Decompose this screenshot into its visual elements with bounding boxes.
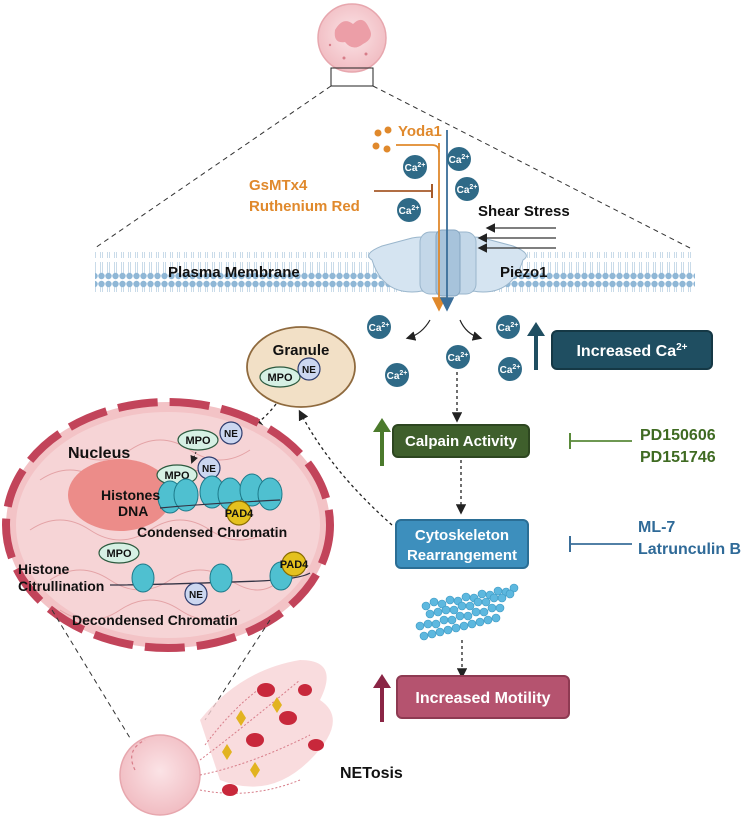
decondensed-chromatin-label: Decondensed Chromatin <box>72 612 238 628</box>
svg-text:Ca2+: Ca2+ <box>500 364 521 376</box>
svg-text:NE: NE <box>189 590 203 601</box>
increased-ca-box <box>551 330 713 370</box>
zoom-line-left <box>94 85 332 249</box>
svg-text:Ca2+: Ca2+ <box>457 184 478 196</box>
calpain-increase-indicator <box>373 418 391 466</box>
piezo1-label: Piezo1 <box>500 264 548 281</box>
gsmtx4-label: GsMTx4 <box>249 177 308 194</box>
ca-ion: Ca2+ <box>446 345 470 369</box>
decondensed-nucleosomes <box>131 561 293 593</box>
cyto-to-granule-arrow <box>298 409 393 526</box>
svg-text:Ca2+: Ca2+ <box>448 352 469 364</box>
increased-ca-indicator <box>527 322 545 370</box>
ca-spread-arrow-right <box>459 319 483 341</box>
cytoskeleton-label-line1: Cytoskeleton <box>415 527 509 544</box>
ca-ion: Ca2+ <box>455 177 479 201</box>
calpain-activity-box <box>392 424 530 458</box>
shear-stress-arrows <box>477 223 556 253</box>
top-neutrophil-cell <box>317 3 387 87</box>
svg-text:NE: NE <box>202 464 216 475</box>
increased-motility-label: Increased Motility <box>415 690 550 707</box>
svg-text:MPO: MPO <box>185 435 211 447</box>
histone-citrullination-label-line2: Citrullination <box>18 578 104 594</box>
increased-motility-box <box>396 675 570 719</box>
ne-enzyme: NE <box>184 582 208 606</box>
svg-text:Ca2+: Ca2+ <box>399 205 420 217</box>
ne-enzyme: NE <box>197 456 221 480</box>
histone-citrullination-label-line1: Histone <box>18 561 70 577</box>
svg-text:Ca2+: Ca2+ <box>498 322 519 334</box>
ca-ion: Ca2+ <box>397 198 421 222</box>
condensed-chromatin-label: Condensed Chromatin <box>137 524 287 540</box>
ne-enzyme: NE <box>297 357 321 381</box>
yoda-path <box>396 144 440 153</box>
ml7-label: ML-7 <box>638 519 675 536</box>
netosis-label: NETosis <box>340 765 403 782</box>
svg-text:Ca2+: Ca2+ <box>405 162 426 174</box>
svg-text:MPO: MPO <box>106 548 132 560</box>
ca-spread-arrow-left <box>405 319 431 341</box>
pd150606-label: PD150606 <box>640 427 716 444</box>
cytoskeleton-label-line2: Rearrangement <box>407 547 517 564</box>
ne-enzyme: NE <box>219 421 243 445</box>
increased-ca-label: Increased Ca2+ <box>576 342 687 360</box>
svg-text:PAD4: PAD4 <box>280 559 309 571</box>
histones-label: Histones <box>101 487 160 503</box>
actin-filaments <box>415 583 519 641</box>
pad4-enzyme: PAD4 <box>280 551 309 577</box>
svg-text:PAD4: PAD4 <box>225 508 254 520</box>
svg-text:MPO: MPO <box>267 372 293 384</box>
mpo-enzyme: MPO <box>98 542 140 564</box>
svg-text:Ca2+: Ca2+ <box>449 154 470 166</box>
latrunculin-b-label: Latrunculin B <box>638 541 741 558</box>
yoda1-label: Yoda1 <box>398 123 442 140</box>
motility-increase-indicator <box>373 674 391 722</box>
ca-ion: Ca2+ <box>385 363 409 387</box>
svg-text:NE: NE <box>224 429 238 440</box>
calpain-activity-label: Calpain Activity <box>405 433 518 450</box>
ruthenium-red-label: Ruthenium Red <box>249 198 360 215</box>
svg-text:NE: NE <box>302 365 316 376</box>
ca-ion: Ca2+ <box>367 315 391 339</box>
piezo1-channel <box>368 229 527 297</box>
svg-text:Ca2+: Ca2+ <box>369 322 390 334</box>
nucleus-label: Nucleus <box>68 445 130 462</box>
pd151746-label: PD151746 <box>640 449 716 466</box>
pad4-enzyme: PAD4 <box>225 500 254 526</box>
mpo-arrow <box>190 451 198 464</box>
yoda1-molecules <box>372 126 392 153</box>
granule-label: Granule <box>273 342 330 359</box>
zoom-line-netosis-left <box>51 609 131 739</box>
ca-ion: Ca2+ <box>403 155 427 179</box>
ca-ion: Ca2+ <box>498 357 522 381</box>
shear-stress-label: Shear Stress <box>478 203 570 220</box>
netosis-cell <box>119 660 333 816</box>
plasma-membrane-label: Plasma Membrane <box>168 264 300 281</box>
mpo-enzyme: MPO <box>177 429 219 451</box>
ca-ion: Ca2+ <box>447 147 471 171</box>
dna-label: DNA <box>118 503 148 519</box>
mpo-enzyme: MPO <box>259 366 301 388</box>
ca-ion: Ca2+ <box>496 315 520 339</box>
svg-text:Ca2+: Ca2+ <box>387 370 408 382</box>
cytoskeleton-box <box>395 519 529 569</box>
granule-to-nucleus-arrow <box>251 403 277 428</box>
